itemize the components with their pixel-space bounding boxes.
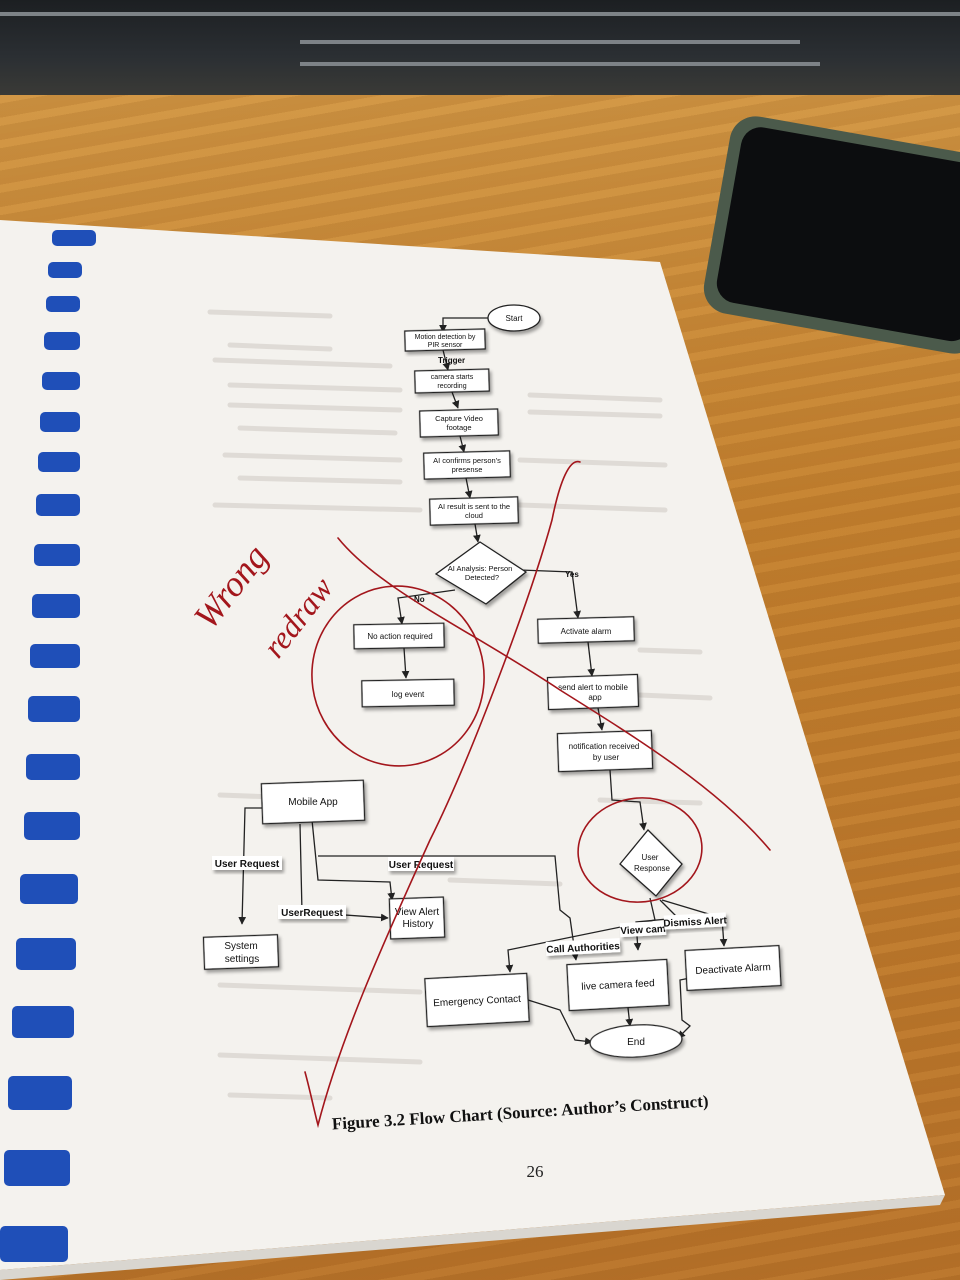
svg-text:recording: recording bbox=[437, 383, 466, 390]
svg-text:User Request: User Request bbox=[389, 860, 454, 871]
node-decision-person-detected: AI Analysis: Person Detected? bbox=[434, 541, 528, 605]
node-mobile-app: Mobile App bbox=[260, 779, 366, 825]
node-no-action: No action required bbox=[353, 622, 445, 650]
node-capture-video: Capture Video footage bbox=[419, 408, 499, 438]
label-dismiss-alert: Dismiss Alert bbox=[663, 912, 728, 930]
label-no: No bbox=[414, 595, 425, 604]
svg-text:Start: Start bbox=[506, 314, 524, 323]
svg-text:Capture Video: Capture Video bbox=[435, 414, 483, 423]
pen-strike-long bbox=[304, 460, 581, 1129]
svg-text:Call Authorities: Call Authorities bbox=[546, 941, 620, 956]
svg-text:Emergency Contact: Emergency Contact bbox=[433, 994, 521, 1010]
node-camera-starts: camera starts recording bbox=[414, 368, 490, 394]
svg-text:UserRequest: UserRequest bbox=[281, 908, 343, 919]
svg-text:User: User bbox=[642, 853, 659, 862]
node-notification-received: notification received by user bbox=[556, 729, 654, 773]
label-trigger: Trigger bbox=[438, 356, 465, 365]
flowchart bbox=[238, 317, 728, 1046]
svg-text:User Request: User Request bbox=[215, 859, 280, 870]
node-motion-detection: Motion detection by PIR sensor bbox=[404, 328, 486, 352]
svg-text:Motion detection by: Motion detection by bbox=[415, 334, 476, 341]
svg-text:live camera feed: live camera feed bbox=[581, 978, 655, 993]
pen-strike-diagonal bbox=[337, 537, 771, 851]
node-ai-confirms: AI confirms person's presense bbox=[423, 450, 511, 480]
node-emergency-contact: Emergency Contact bbox=[424, 972, 530, 1028]
label-view-cam: View cam bbox=[619, 920, 667, 938]
svg-text:Activate alarm: Activate alarm bbox=[561, 627, 612, 636]
node-send-alert: send alert to mobile app bbox=[546, 673, 640, 711]
background-window bbox=[0, 0, 960, 95]
node-view-alert-history: View Alert History bbox=[388, 896, 446, 940]
node-system-settings: System settings bbox=[202, 934, 280, 970]
svg-text:AI Analysis: Person: AI Analysis: Person bbox=[448, 564, 513, 573]
pen-circle-no-branch bbox=[311, 585, 485, 767]
svg-text:Mobile App: Mobile App bbox=[288, 797, 338, 808]
label-yes: Yes bbox=[565, 570, 579, 579]
svg-text:AI confirms person's: AI confirms person's bbox=[433, 456, 501, 465]
svg-text:presense: presense bbox=[452, 465, 483, 474]
faint-text-lines bbox=[207, 309, 713, 1101]
svg-text:View cam: View cam bbox=[620, 924, 666, 937]
spiral-binding bbox=[0, 230, 96, 1262]
svg-text:Response: Response bbox=[634, 864, 671, 873]
node-live-camera-feed: live camera feed bbox=[566, 958, 670, 1012]
svg-text:notification received: notification received bbox=[569, 742, 640, 751]
svg-text:log event: log event bbox=[392, 690, 425, 699]
svg-text:Detected?: Detected? bbox=[465, 573, 499, 582]
svg-text:cloud: cloud bbox=[465, 511, 483, 520]
label-user-request-center: User Request bbox=[388, 857, 454, 871]
svg-text:Deactivate Alarm: Deactivate Alarm bbox=[695, 962, 771, 977]
pen-annotations bbox=[304, 460, 771, 1129]
svg-text:AI result is sent to the: AI result is sent to the bbox=[438, 502, 510, 511]
svg-text:settings: settings bbox=[225, 954, 259, 965]
node-ai-cloud: AI result is sent to the cloud bbox=[429, 496, 519, 526]
node-log-event: log event bbox=[361, 678, 455, 708]
svg-text:footage: footage bbox=[446, 423, 471, 432]
svg-text:PIR sensor: PIR sensor bbox=[428, 342, 463, 349]
label-user-request-left: User Request bbox=[212, 856, 282, 870]
svg-text:History: History bbox=[402, 919, 433, 930]
node-end: End bbox=[589, 1024, 683, 1058]
svg-text:View Alert: View Alert bbox=[395, 907, 440, 918]
svg-text:by user: by user bbox=[593, 753, 620, 762]
svg-text:System: System bbox=[224, 941, 257, 952]
node-deactivate-alarm: Deactivate Alarm bbox=[684, 944, 782, 992]
svg-text:camera starts: camera starts bbox=[431, 374, 474, 381]
svg-text:Dismiss Alert: Dismiss Alert bbox=[663, 915, 728, 929]
node-activate-alarm: Activate alarm bbox=[537, 616, 635, 644]
svg-text:app: app bbox=[588, 693, 602, 702]
node-user-response: User Response bbox=[619, 829, 683, 897]
label-call-authorities: Call Authorities bbox=[545, 938, 621, 956]
pen-circle-user-response bbox=[577, 797, 703, 903]
svg-text:No action required: No action required bbox=[367, 632, 432, 641]
label-user-request-lower: UserRequest bbox=[278, 905, 346, 919]
svg-text:End: End bbox=[627, 1037, 645, 1048]
svg-text:send alert to mobile: send alert to mobile bbox=[558, 683, 628, 692]
page-number: 26 bbox=[527, 1162, 544, 1181]
node-start: Start bbox=[487, 304, 541, 332]
